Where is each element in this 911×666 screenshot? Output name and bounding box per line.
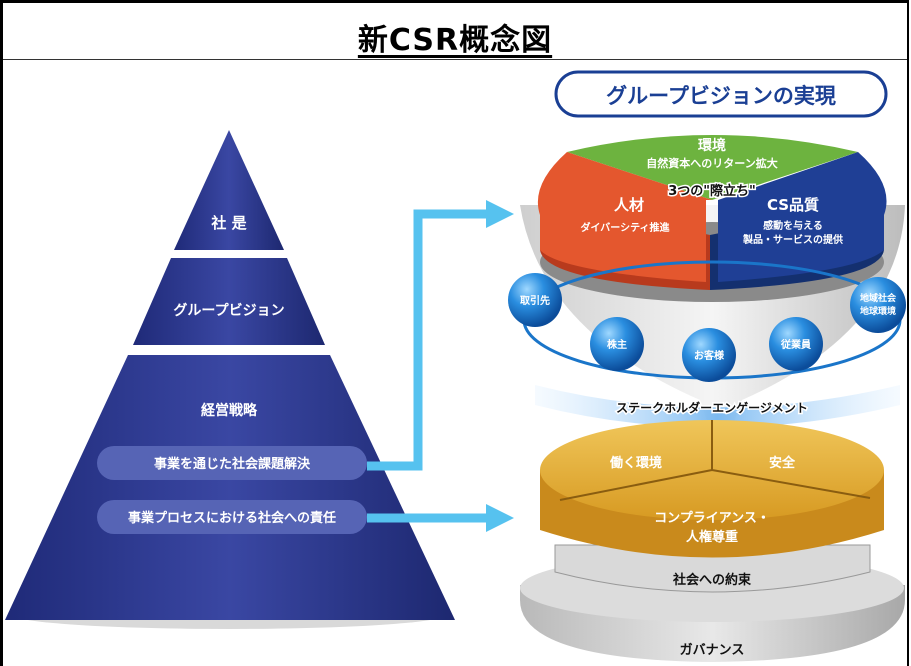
bottom-pie: ガバナンス 社会への約束 働く環境 安全 コンプライアンス・ 人権尊重: [520, 420, 905, 662]
cs-subtitle-2: 製品・サービスの提供: [742, 233, 843, 246]
arrow-lower-head: [486, 504, 514, 532]
pill-social-issues: [97, 446, 367, 480]
stakeholder-sphere-employees: [769, 317, 823, 371]
compliance-label-1: コンプライアンス・: [654, 511, 770, 526]
stakeholder-label-community: 地域社会: [860, 292, 897, 304]
stakeholder-label-employees: 従業員: [780, 338, 811, 351]
vision-banner-label: グループビジョンの実現: [606, 84, 836, 108]
vision-banner-frame: [554, 70, 888, 118]
hr-title: 人材: [614, 196, 644, 214]
hr-subtitle: ダイバーシティ推進: [581, 221, 671, 234]
promise-label: 社会への約束: [672, 572, 752, 588]
pill-social-issues-label: 事業を通じた社会課題解決: [154, 456, 311, 472]
stakeholder-label-customers: お客様: [694, 349, 725, 362]
pyramid-tier-1: [174, 130, 284, 250]
top-pie-cs: [718, 152, 887, 282]
stakeholder-sphere-shareholders: [590, 317, 644, 371]
stakeholder-label-shareholders: 株主: [607, 338, 627, 351]
pyramid-tier-2: [133, 258, 325, 345]
tier1-label: 社 是: [210, 214, 247, 232]
top-pie-env: [567, 135, 858, 200]
engagement-band: [535, 385, 900, 428]
top-pie-hr: [537, 152, 712, 282]
env-subtitle: 自然資本へのリターン拡大: [646, 156, 777, 170]
stakeholder-spheres: 取引先 株主 お客様 従業員 地域社会 地球環境: [508, 273, 906, 382]
stakeholder-sphere-community: [850, 277, 906, 333]
stakeholder-sphere-customers: [682, 328, 736, 382]
pill-process-responsibility: [97, 500, 367, 534]
stakeholder-label-suppliers: 取引先: [520, 294, 550, 307]
title-bar: 新CSR概念図: [3, 3, 907, 60]
engagement-band-label: ステークホルダーエンゲージメント: [616, 400, 808, 415]
arrow-upper-head: [486, 200, 514, 228]
tier3-label: 経営戦略: [201, 402, 258, 419]
vision-banner: グループビジョンの実現: [554, 70, 888, 118]
work-env-label: 働く環境: [609, 455, 662, 471]
compliance-label-2: 人権尊重: [686, 529, 738, 545]
cs-subtitle-1: 感動を与える: [763, 219, 823, 232]
cs-title: CS品質: [767, 196, 819, 214]
pyramid: 社 是 グループビジョン 経営戦略 事業を通じた社会課題解決 事業プロセスにおけ…: [5, 130, 455, 629]
tier2-label: グループビジョン: [173, 302, 284, 319]
arrows: [367, 200, 514, 532]
pill-process-responsibility-label: 事業プロセスにおける社会への責任: [128, 510, 336, 526]
arrow-upper: [367, 209, 488, 471]
bottom-pie-dividers: [559, 420, 871, 501]
page-title: 新CSR概念図: [357, 23, 553, 58]
env-title: 環境: [698, 137, 726, 154]
safety-label: 安全: [769, 455, 796, 471]
promise-ring: [554, 544, 871, 593]
governance-label: ガバナンス: [680, 643, 745, 658]
stakeholder-sphere-suppliers: [508, 273, 562, 327]
pyramid-tier-3: [5, 355, 455, 620]
three-distinctions-label: 3つの"際立ち": [668, 183, 756, 199]
stakeholder-label-environment: 地球環境: [860, 305, 896, 317]
